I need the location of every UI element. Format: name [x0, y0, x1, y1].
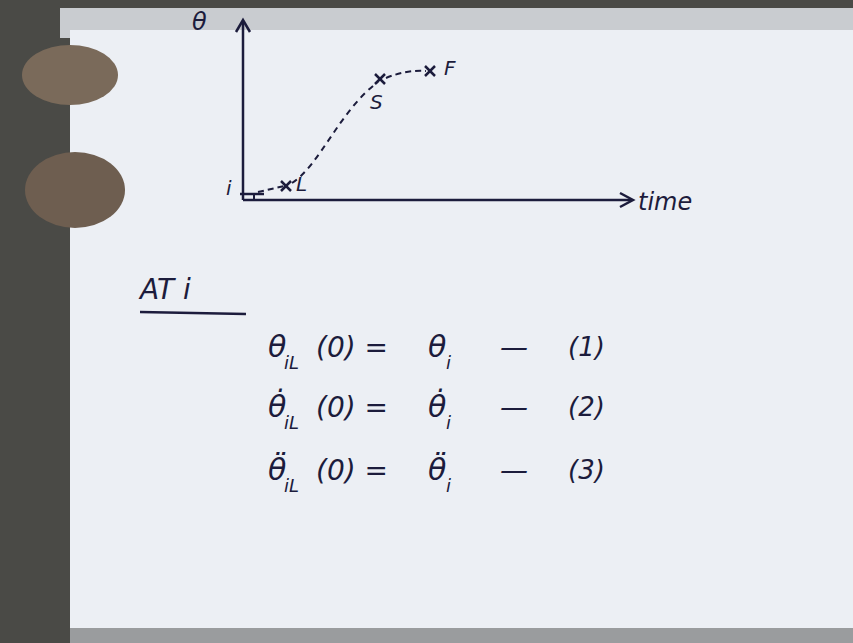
- equation-subscript: iL: [284, 414, 299, 432]
- equation-number: (2): [568, 394, 605, 420]
- equation-text: (0) =: [316, 334, 388, 362]
- equation-symbol: θ: [268, 332, 286, 362]
- equation-subscript: iL: [284, 477, 299, 495]
- equation-symbol: θ: [428, 332, 446, 362]
- point-label: i: [226, 178, 232, 198]
- point-label: F: [444, 58, 456, 78]
- equation-symbol: θ̇: [268, 392, 286, 422]
- point-label: S: [370, 92, 383, 112]
- equation-dash: —: [500, 457, 528, 485]
- equation-subscript: i: [446, 414, 451, 432]
- equation-number: (3): [568, 457, 605, 483]
- equation-subscript: i: [446, 477, 451, 495]
- equation-subscript: i: [446, 354, 451, 372]
- equation-dash: —: [500, 334, 528, 362]
- equation-symbol: θ̇: [428, 392, 446, 422]
- equation-subscript: iL: [284, 354, 299, 372]
- point-label: L: [296, 174, 307, 194]
- axis-label: θ: [192, 10, 207, 34]
- equation-number: (1): [568, 334, 605, 360]
- equation-text: (0) =: [316, 394, 388, 422]
- equation-symbol: θ̈: [268, 455, 286, 485]
- axis-label: time: [638, 190, 692, 214]
- equation-symbol: θ̈: [428, 455, 446, 485]
- section-heading: AT i: [140, 276, 191, 304]
- equation-text: (0) =: [316, 457, 388, 485]
- equation-dash: —: [500, 394, 528, 422]
